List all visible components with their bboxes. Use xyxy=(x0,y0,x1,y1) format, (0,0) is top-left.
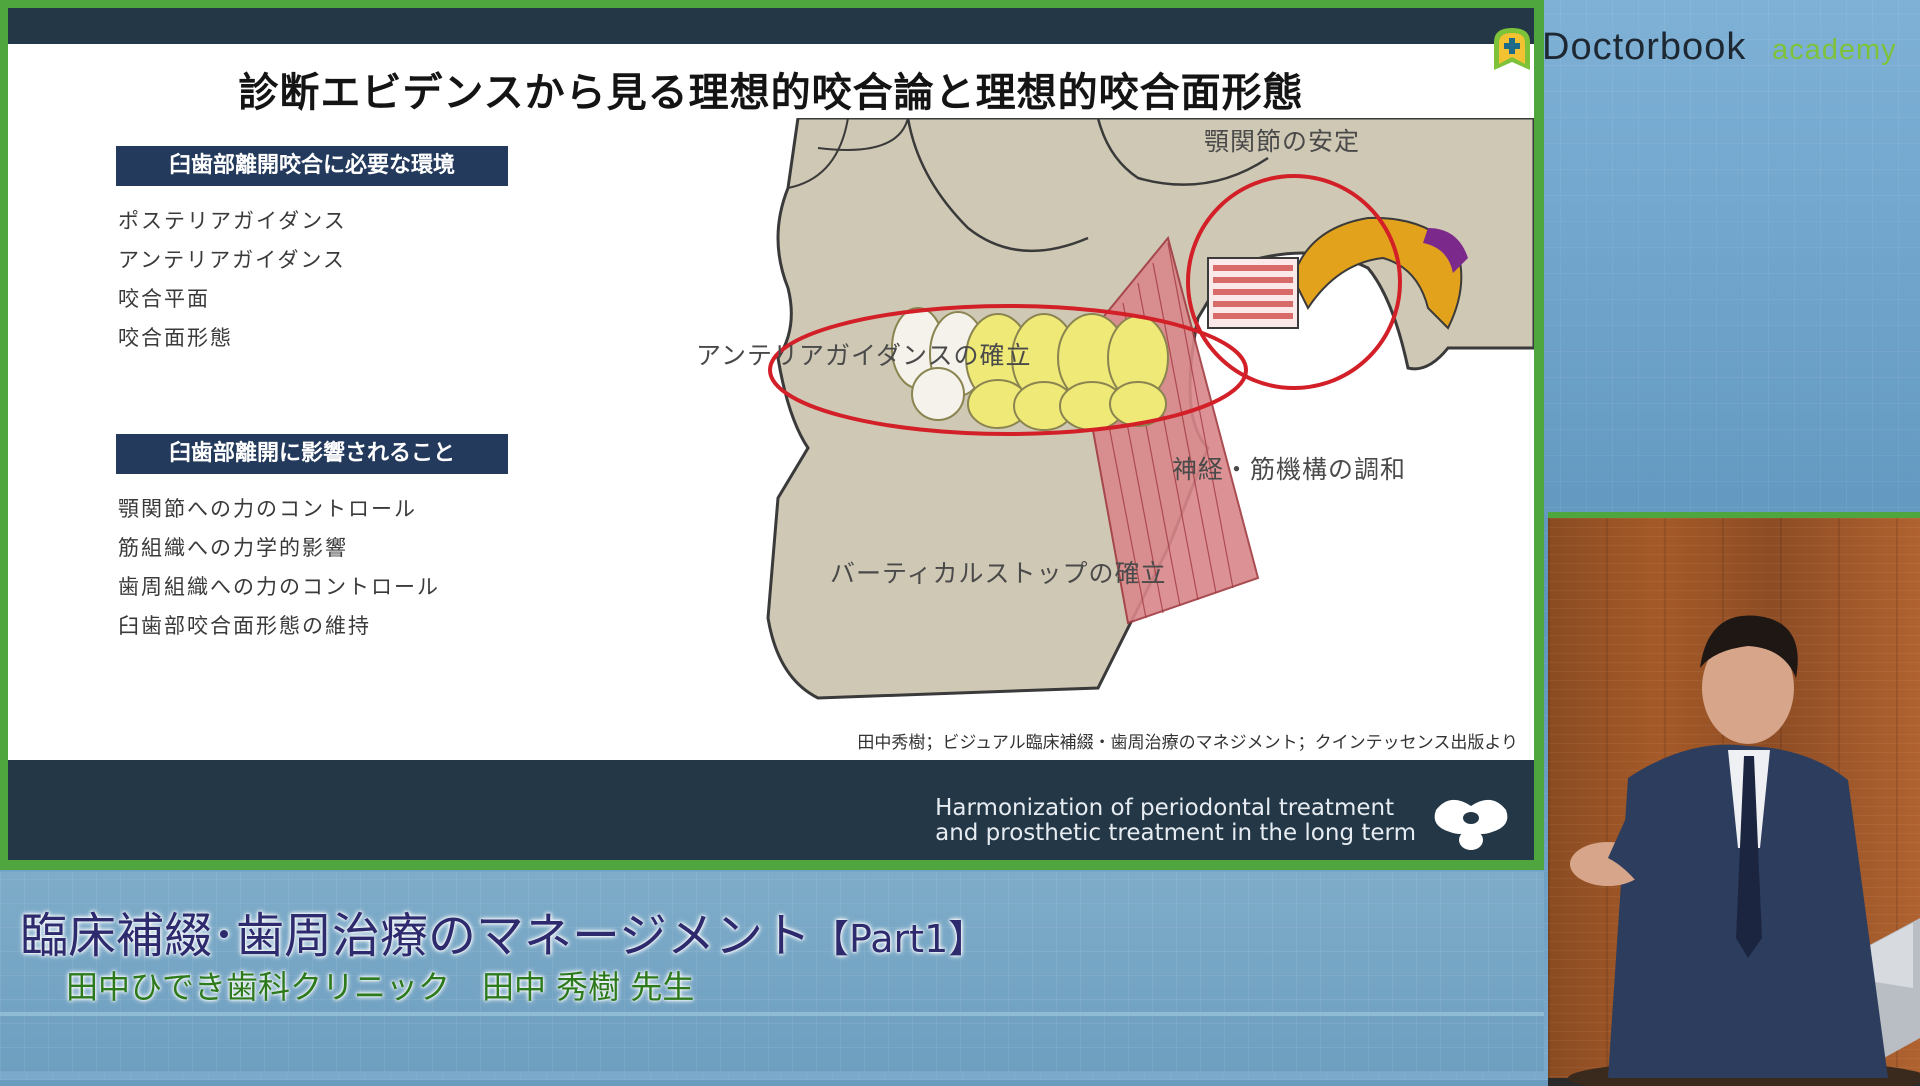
label-tmj-stability: 顎関節の安定 xyxy=(1204,127,1361,156)
speaker-figure xyxy=(1548,615,1920,1086)
slide-top-bar xyxy=(8,8,1534,44)
lecture-title-text: 臨床補綴･歯周治療のマネージメント xyxy=(20,908,812,964)
jaw-illustration xyxy=(766,118,1534,700)
label-neuromuscular: 神経・筋機構の調和 xyxy=(1172,455,1407,484)
footer-line-1: Harmonization of periodontal treatment xyxy=(935,795,1395,821)
section-header-environment: 臼歯部離開咬合に必要な環境 xyxy=(116,146,508,186)
lecture-part: 【Part1】 xyxy=(811,917,987,961)
effects-list: 顎関節への力のコントロール 筋組織への力学的影響 歯周組織への力のコントロール … xyxy=(118,490,440,646)
speaker-video xyxy=(1548,512,1920,1086)
list-item: 咬合平面 xyxy=(118,287,210,311)
slide: 診断エビデンスから見る理想的咬合論と理想的咬合面形態 臼歯部離開咬合に必要な環境… xyxy=(8,8,1534,860)
brand-name: Doctorbook xyxy=(1542,26,1747,68)
list-item: アンテリアガイダンス xyxy=(118,248,346,272)
caption-band xyxy=(0,872,1544,1072)
citation: 田中秀樹；ビジュアル臨床補綴・歯周治療のマネジメント；クインテッセンス出版より xyxy=(857,733,1518,753)
footer-line-2: and prosthetic treatment in the long ter… xyxy=(935,820,1416,846)
footer-text: Harmonization of periodontal treatment a… xyxy=(935,796,1416,846)
shield-plus-icon xyxy=(1494,28,1530,70)
list-item: 顎関節への力のコントロール xyxy=(118,497,417,521)
caption-divider xyxy=(0,1012,1544,1016)
lecture-title: 臨床補綴･歯周治療のマネージメント【Part1】 xyxy=(20,896,986,966)
list-item: 臼歯部咬合面形態の維持 xyxy=(118,614,371,638)
label-vertical-stop: バーティカルストップの確立 xyxy=(830,559,1167,588)
brand-subtitle: academy xyxy=(1772,34,1897,66)
footer-logo-icon xyxy=(1434,799,1508,850)
section-header-effects: 臼歯部離開に影響されること xyxy=(116,434,508,474)
environment-list: ポステリアガイダンス アンテリアガイダンス 咬合平面 咬合面形態 xyxy=(118,202,347,358)
slide-frame: 診断エビデンスから見る理想的咬合論と理想的咬合面形態 臼歯部離開咬合に必要な環境… xyxy=(0,0,1544,870)
list-item: 咬合面形態 xyxy=(118,326,233,350)
slide-footer: Harmonization of periodontal treatment a… xyxy=(8,760,1534,860)
list-item: 歯周組織への力のコントロール xyxy=(118,575,440,599)
list-item: ポステリアガイダンス xyxy=(118,209,347,233)
lecturer-info: 田中ひでき歯科クリニック 田中 秀樹 先生 xyxy=(66,968,695,1006)
slide-title: 診断エビデンスから見る理想的咬合論と理想的咬合面形態 xyxy=(238,70,1304,116)
label-anterior-guidance: アンテリアガイダンスの確立 xyxy=(696,341,1032,370)
list-item: 筋組織への力学的影響 xyxy=(118,536,348,560)
